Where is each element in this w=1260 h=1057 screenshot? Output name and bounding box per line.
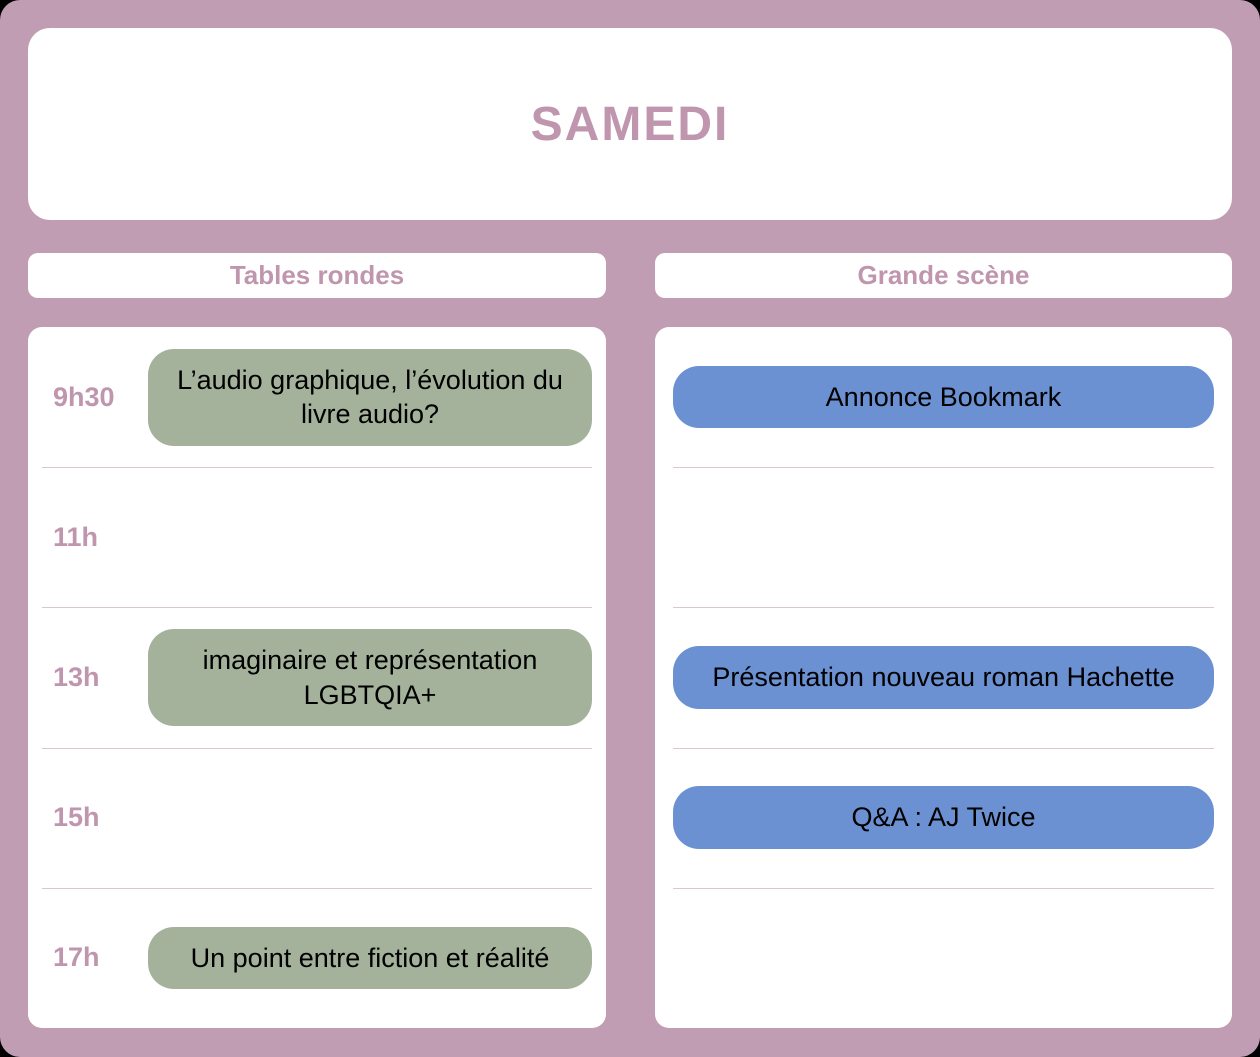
time-label: 15h [53,802,100,833]
session-slot[interactable]: Présentation nouveau roman Hachette [673,646,1214,709]
column-header-label: Grande scène [857,260,1030,290]
schedule-column-tables-rondes: 9h30 L’audio graphique, l’évolution du l… [28,327,606,1028]
table-row[interactable]: 15h [28,747,606,888]
table-row[interactable]: 13h imaginaire et représentation LGBTQIA… [28,607,606,747]
session-pill[interactable]: Annonce Bookmark [673,365,1214,429]
column-header-tables-rondes[interactable]: Tables rondes [28,253,606,298]
session-slot[interactable]: Annonce Bookmark [673,365,1214,429]
session-pill[interactable]: Un point entre fiction et réalité [148,926,592,990]
table-row[interactable]: 17h Un point entre fiction et réalité [28,887,606,1028]
session-slot[interactable]: imaginaire et représentation LGBTQIA+ [148,628,592,727]
table-row[interactable]: Q&A : AJ Twice [655,747,1232,888]
time-label: 9h30 [53,381,115,412]
session-pill[interactable]: Q&A : AJ Twice [673,786,1214,849]
table-row[interactable]: 9h30 L’audio graphique, l’évolution du l… [28,327,606,467]
table-row[interactable] [655,467,1232,607]
session-slot[interactable]: L’audio graphique, l’évolution du livre … [148,348,592,446]
session-slot[interactable]: Q&A : AJ Twice [673,786,1214,849]
session-pill[interactable]: L’audio graphique, l’évolution du livre … [148,348,592,446]
table-row[interactable]: Annonce Bookmark [655,327,1232,467]
table-row[interactable] [655,887,1232,1028]
session-pill[interactable]: Présentation nouveau roman Hachette [673,646,1214,709]
session-pill[interactable]: imaginaire et représentation LGBTQIA+ [148,628,592,727]
time-label: 17h [53,942,100,973]
session-slot[interactable]: Un point entre fiction et réalité [148,926,592,990]
schedule-column-grande-scene: Annonce Bookmark Présentation nouveau ro… [655,327,1232,1028]
day-title-card: SAMEDI [28,28,1232,220]
column-header-label: Tables rondes [229,260,405,290]
column-header-grande-scene[interactable]: Grande scène [655,253,1232,298]
table-row[interactable]: 11h [28,467,606,607]
time-label: 13h [53,662,100,692]
table-row[interactable]: Présentation nouveau roman Hachette [655,607,1232,747]
page-title: SAMEDI [530,97,730,151]
time-label: 11h [53,521,99,552]
